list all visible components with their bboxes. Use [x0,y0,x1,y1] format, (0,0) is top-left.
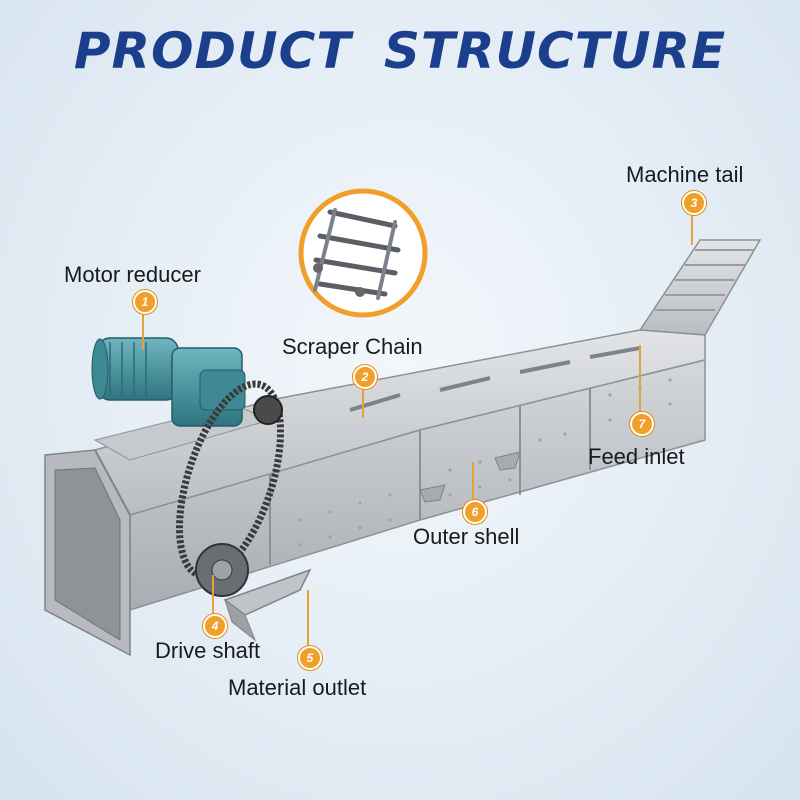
label-drive-shaft: Drive shaft [155,638,261,663]
scraper-chain-detail-inset [298,188,428,318]
leader-lines [142,212,693,647]
badge-machine-tail: 3 [682,191,706,215]
label-motor-reducer: Motor reducer [64,262,201,287]
label-outer-shell: Outer shell [413,524,520,549]
badge-drive-shaft: 4 [203,614,227,638]
badge-feed-inlet: 7 [630,412,654,436]
badge-scraper-chain: 2 [353,365,377,389]
material-outlet [223,568,312,642]
badge-outer-shell: 6 [463,500,487,524]
label-scraper-chain: Scraper Chain [282,334,423,359]
page-title: PRODUCT STRUCTURE [73,22,727,80]
badge-material-outlet: 5 [298,646,322,670]
drive-chain [175,380,285,597]
label-feed-inlet: Feed inlet [588,444,685,469]
label-machine-tail: Machine tail [626,162,744,187]
label-material-outlet: Material outlet [228,675,367,700]
badge-motor-reducer: 1 [133,290,157,314]
